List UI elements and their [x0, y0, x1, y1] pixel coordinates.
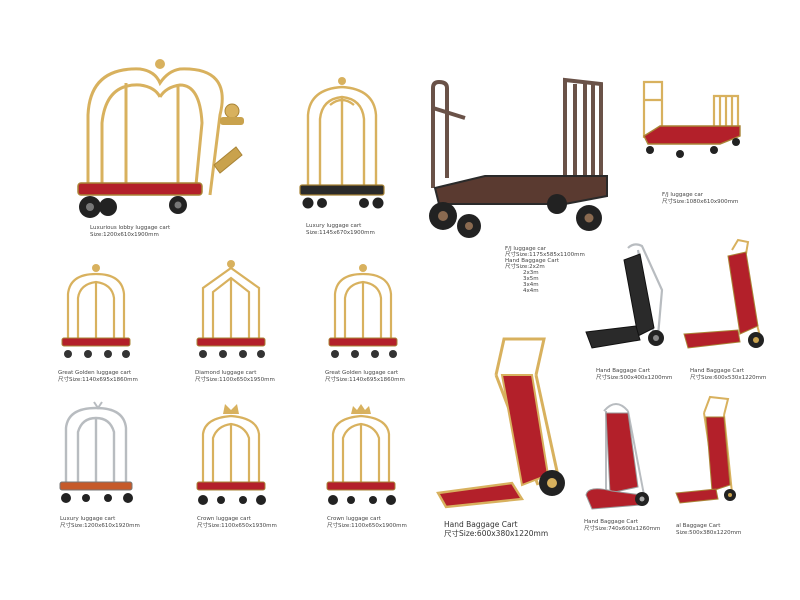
product-great-golden-cart-1: Great Golden luggage cart 尺寸Size:1140x69… [58, 262, 158, 392]
product-hand-baggage-black: Hand Baggage Cart 尺寸Size:500x400x1200mm [582, 240, 672, 385]
steel-cart-image [59, 401, 133, 503]
baggage-small-image [675, 395, 736, 504]
crown-cart-image [326, 404, 396, 505]
caption-size: 尺寸Size:1080x610x900mm [662, 199, 739, 205]
product-great-golden-cart-2: Great Golden luggage cart 尺寸Size:1140x69… [325, 262, 425, 392]
caption-size: 尺寸Size:500x400x1200mm [596, 375, 673, 381]
caption-title: Crown luggage cart [197, 516, 251, 522]
caption-line: 4x4m [523, 288, 539, 294]
caption-title: F/J luggage car [662, 192, 704, 198]
great-golden-cart-image [328, 264, 398, 358]
product-luxury-cart: Luxury luggage cart Size:1145x670x1900mm [299, 75, 390, 245]
caption-size: 尺寸Size:600x530x1220mm [690, 375, 767, 381]
caption-title: Great Golden luggage cart [325, 370, 399, 376]
caption-size: 尺寸Size:1140x695x1860mm [58, 377, 138, 383]
caption-title: Luxury luggage cart [60, 516, 116, 522]
great-golden-cart-image [61, 264, 131, 358]
hand-cart-medium-image [585, 403, 649, 510]
caption-size: Size:500x380x1220mm [676, 530, 742, 536]
caption-size: 尺寸Size:1140x695x1860mm [325, 377, 405, 383]
caption-size: 尺寸Size:600x380x1220mm [444, 529, 549, 538]
caption-size: 尺寸Size:1100x650x1950mm [195, 377, 275, 383]
product-crown-cart-1: Crown luggage cart 尺寸Size:1100x650x1930m… [195, 400, 295, 533]
caption-title: Hand Baggage Cart [444, 520, 518, 529]
caption-title: Luxurious lobby luggage cart [90, 225, 171, 231]
hand-cart-black-image [585, 243, 664, 349]
product-flatbed-luggage-car: F/J luggage car 尺寸Size:1175x585x1100mm H… [425, 77, 615, 298]
luxury-cart-image [299, 77, 385, 209]
caption-size: 尺寸Size:1100x650x1900mm [327, 523, 407, 529]
caption-line: 3x5m [523, 276, 539, 282]
product-crown-cart-2: Crown luggage cart 尺寸Size:1100x650x1900m… [325, 400, 425, 533]
caption-title: Crown luggage cart [327, 516, 381, 522]
hand-cart-large-image [436, 337, 565, 509]
caption-size: 尺寸Size:1175x585x1100mm [505, 252, 585, 258]
caption-line: Hand Baggage Cart [505, 258, 559, 264]
caption-title: Hand Baggage Cart [596, 368, 650, 374]
caption-title: Diamond luggage cart [195, 370, 257, 376]
product-luxurious-lobby-cart: Luxurious lobby luggage cart Size:1200x6… [60, 55, 250, 238]
caption-title: al Baggage Cart [676, 523, 721, 529]
product-luxury-cart-steel: Luxury luggage cart 尺寸Size:1200x610x1920… [58, 398, 158, 533]
caption-size: 尺寸Size:740x600x1260mm [584, 526, 661, 532]
product-hand-baggage-medium: Hand Baggage Cart 尺寸Size:740x600x1260mm [582, 395, 672, 545]
product-baggage-small: al Baggage Cart Size:500x380x1220mm [670, 395, 760, 545]
caption-title: Great Golden luggage cart [58, 370, 132, 376]
hand-cart-red-image [683, 238, 764, 349]
caption-title: Hand Baggage Cart [584, 519, 638, 525]
caption-size: Size:1145x670x1900mm [306, 230, 375, 236]
caption-size: Size:1200x610x1900mm [90, 232, 159, 238]
caption-line: 尺寸Size:2x2m [505, 264, 545, 270]
caption-size: 尺寸Size:1200x610x1920mm [60, 523, 140, 529]
luxurious-lobby-cart-image [77, 59, 244, 218]
product-hand-baggage-red: Hand Baggage Cart 尺寸Size:600x530x1220mm [682, 236, 772, 386]
caption-title: Hand Baggage Cart [690, 368, 744, 374]
product-hand-baggage-large: Hand Baggage Cart 尺寸Size:600x380x1220mm [432, 335, 582, 545]
caption-size: 尺寸Size:1100x650x1930mm [197, 523, 277, 529]
caption-title: Luxury luggage cart [306, 223, 362, 229]
caption-line: 3x4m [523, 282, 539, 288]
crown-cart-image [196, 404, 266, 505]
small-flatbed-image [642, 80, 741, 158]
product-diamond-cart: Diamond luggage cart 尺寸Size:1100x650x195… [195, 258, 295, 392]
flatbed-cart-image [429, 77, 608, 238]
caption-title: F/J luggage car [505, 246, 547, 252]
caption-line: 2x3m [523, 270, 539, 276]
product-small-flatbed-car: F/J luggage car 尺寸Size:1080x610x900mm [640, 78, 750, 213]
diamond-cart-image [196, 260, 266, 358]
